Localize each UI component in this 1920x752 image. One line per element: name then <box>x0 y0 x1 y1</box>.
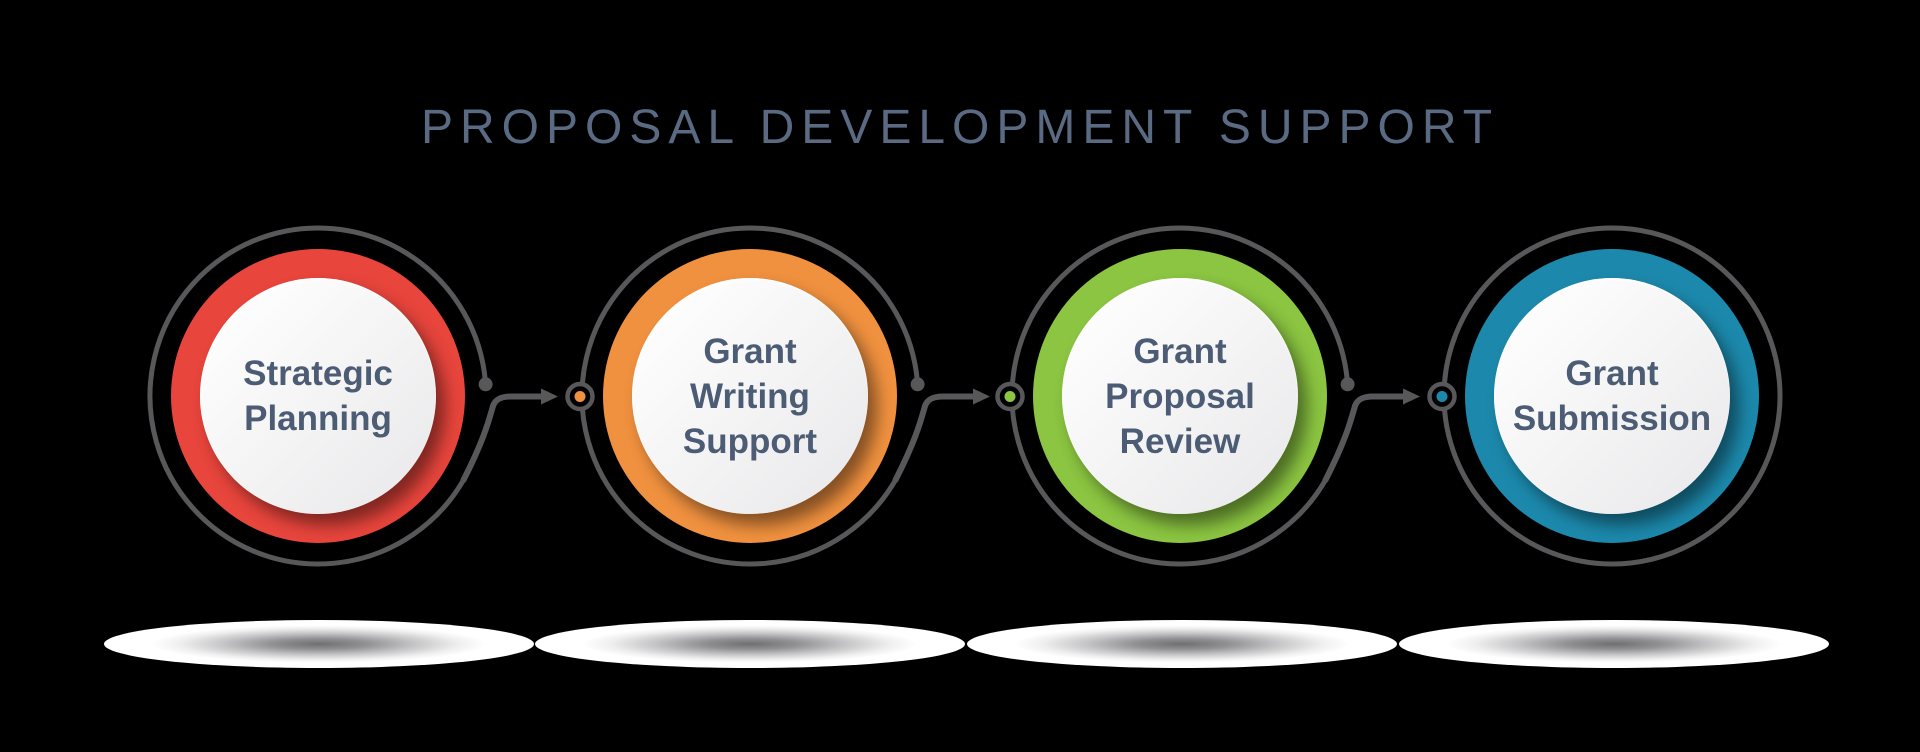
arrow-3-to-4-head <box>1403 388 1420 405</box>
step1-label: Strategic Planning <box>243 351 393 441</box>
step-label-line: Grant <box>1565 354 1659 393</box>
step4-label: Grant Submission <box>1513 351 1711 441</box>
step-label-line: Submission <box>1512 399 1712 438</box>
arrow-2-to-3-head <box>973 388 990 405</box>
step1-inner-circle: Strategic Planning <box>200 278 436 514</box>
step2-label: Grant Writing Support <box>683 329 817 464</box>
step3-color-ring: Grant Proposal Review <box>1033 249 1327 543</box>
step-label-line: Strategic <box>243 354 393 393</box>
step-strategic-planning: Strategic Planning <box>171 249 465 543</box>
connector-node-dot-step2 <box>574 391 586 402</box>
ground-shadow-ellipse <box>967 620 1397 668</box>
step4-color-ring: Grant Submission <box>1465 249 1759 543</box>
step-grant-writing-support: Grant Writing Support <box>603 249 897 543</box>
arrow-1-to-2 <box>460 393 544 483</box>
step2-arc-end-dot <box>910 377 925 392</box>
step3-inner-circle: Grant Proposal Review <box>1062 278 1298 514</box>
step1-outer-arc <box>147 225 489 567</box>
step-grant-proposal-review: Grant Proposal Review <box>1033 249 1327 543</box>
diagram-title: PROPOSAL DEVELOPMENT SUPPORT <box>420 101 1500 154</box>
step3-arc-end-dot <box>1340 377 1355 392</box>
step-label-line: Grant <box>1133 331 1227 371</box>
step-label-line: Grant <box>703 331 797 371</box>
ground-shadow-ellipse <box>535 620 965 668</box>
step2-inner-circle: Grant Writing Support <box>632 278 868 514</box>
step3-label: Grant Proposal Review <box>1105 329 1255 464</box>
step-label-line: Writing <box>690 376 810 416</box>
step-label-line: Support <box>682 421 818 461</box>
connector-node-dot-step3 <box>1004 391 1016 402</box>
arrow-2-to-3 <box>892 393 976 483</box>
step2-outer-arc <box>579 225 921 567</box>
arrow-1-to-2-head <box>541 388 558 405</box>
step-grant-submission: Grant Submission <box>1465 249 1759 543</box>
arrow-3-to-4 <box>1322 393 1406 483</box>
ground-shadow-ellipse <box>104 620 534 668</box>
connector-node-dot-step4 <box>1436 391 1448 402</box>
step-label-line: Review <box>1119 421 1241 461</box>
step1-color-ring: Strategic Planning <box>171 249 465 543</box>
step4-inner-circle: Grant Submission <box>1494 278 1730 514</box>
step-label-line: Planning <box>244 399 392 438</box>
step1-arc-end-dot <box>478 377 493 392</box>
step3-outer-arc <box>1009 225 1351 567</box>
step-label-line: Proposal <box>1105 376 1255 416</box>
ground-shadow-ellipse <box>1399 620 1829 668</box>
step2-color-ring: Grant Writing Support <box>603 249 897 543</box>
